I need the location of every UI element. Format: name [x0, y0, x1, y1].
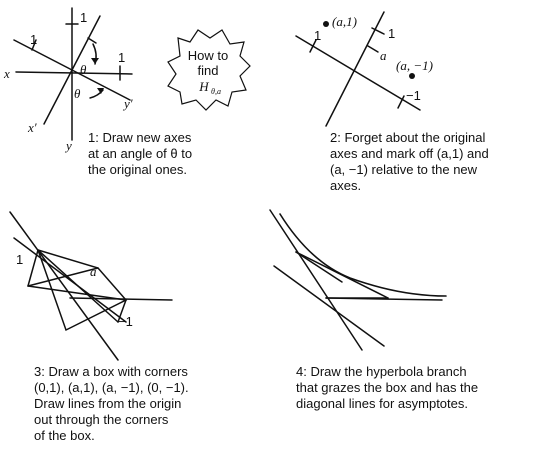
p4-hyperbola-curve — [279, 213, 447, 297]
p4-caption: 4: Draw the hyperbola branch that grazes… — [296, 364, 478, 412]
badge-h-subscript: θ,a — [211, 87, 221, 96]
p1-label-one-left: 1 — [30, 32, 37, 47]
p2-caption: 2: Forget about the original axes and ma… — [330, 130, 489, 194]
p2-point-am1 — [409, 73, 415, 79]
p1-label-yprime: y′ — [122, 96, 133, 111]
p1-arrow-lower-icon — [97, 88, 104, 94]
p4-box-edge-2 — [295, 251, 343, 283]
p2-label-minus-one: −1 — [406, 88, 421, 103]
p2-tick-m1 — [397, 95, 405, 109]
p4-caption-line-1: 4: Draw the hyperbola branch — [296, 364, 467, 379]
p1-arrow-upper-icon — [91, 58, 99, 64]
p2-axis-2 — [325, 11, 385, 127]
p3-label-one: 1 — [16, 252, 23, 267]
p2-caption-line-2: axes and mark off (a,1) and — [330, 146, 489, 161]
p2-axis-1 — [295, 35, 421, 111]
p1-label-one-top: 1 — [80, 10, 87, 25]
p2-tick-1 — [309, 39, 317, 53]
p1-x-axis — [15, 71, 133, 75]
p2-caption-line-4: axes. — [330, 178, 362, 193]
p3-caption-line-1: 3: Draw a box with corners — [34, 364, 188, 379]
p1-xprime-axis — [43, 15, 101, 125]
p2-point-a1 — [323, 21, 329, 27]
badge-how-to: How to — [188, 48, 228, 63]
p3-label-minus-one: −1 — [118, 314, 133, 329]
panel-1-original-and-new-axes — [13, 7, 133, 141]
p3-box-side-left — [27, 249, 39, 287]
p1-caption-line-3: the original ones. — [88, 162, 188, 177]
p4-caption-line-2: that grazes the box and has the — [296, 380, 479, 395]
p3-caption-line-4: out through the corners — [34, 412, 169, 427]
p1-label-xprime: x′ — [27, 120, 37, 135]
p4-axis-diagonal — [273, 265, 385, 347]
panel-4-hyperbola — [269, 209, 447, 351]
p3-diag-line-2 — [37, 249, 119, 323]
p3-axis-steep — [9, 211, 119, 361]
p3-box-side-right — [117, 299, 127, 323]
p4-caption-line-3: diagonal lines for asymptotes. — [296, 396, 468, 411]
p3-caption-line-5: of the box. — [34, 428, 95, 443]
p1-tick-4 — [87, 37, 97, 44]
p2-caption-line-3: (a, −1) relative to the new — [330, 162, 478, 177]
p2-label-one-left: 1 — [314, 28, 321, 43]
p3-caption-line-2: (0,1), (a,1), (a, −1), (0, −1). — [34, 380, 189, 395]
p2-tick-2 — [371, 27, 385, 35]
badge-h: H — [198, 79, 209, 94]
p3-diag-line-1 — [27, 285, 127, 301]
how-to-find-badge — [167, 29, 251, 111]
p1-label-x: x — [3, 66, 10, 81]
p2-tick-a — [367, 45, 379, 53]
panel-2-new-axes-points — [295, 11, 421, 127]
p1-label-theta-upper: θ — [80, 62, 87, 77]
p1-caption-line-2: at an angle of θ to — [88, 146, 193, 161]
p2-caption-line-1: 2: Forget about the original — [330, 130, 486, 145]
p4-axis-steep — [269, 209, 363, 351]
p1-tick-1 — [31, 39, 37, 51]
p3-box-top — [27, 267, 99, 287]
p2-label-one-right: 1 — [388, 26, 395, 41]
p1-label-one-right: 1 — [118, 50, 125, 65]
panel-3-box-and-diagonals — [9, 211, 173, 361]
p3-label-a: a — [90, 264, 97, 279]
p2-label-a: a — [380, 48, 387, 63]
p3-axis-diagonal — [13, 237, 127, 323]
p1-label-y: y — [64, 138, 72, 153]
p1-caption: 1: Draw new axes at an angle of θ to the… — [88, 130, 192, 178]
p1-label-theta-lower: θ — [74, 86, 81, 101]
p1-caption-line-1: 1: Draw new axes — [88, 130, 192, 145]
p3-caption-line-3: Draw lines from the origin — [34, 396, 182, 411]
badge-find: find — [198, 63, 219, 78]
p3-caption: 3: Draw a box with corners (0,1), (a,1),… — [34, 364, 189, 444]
p2-label-a1: (a,1) — [332, 14, 357, 29]
p2-label-am1: (a, −1) — [396, 58, 433, 73]
